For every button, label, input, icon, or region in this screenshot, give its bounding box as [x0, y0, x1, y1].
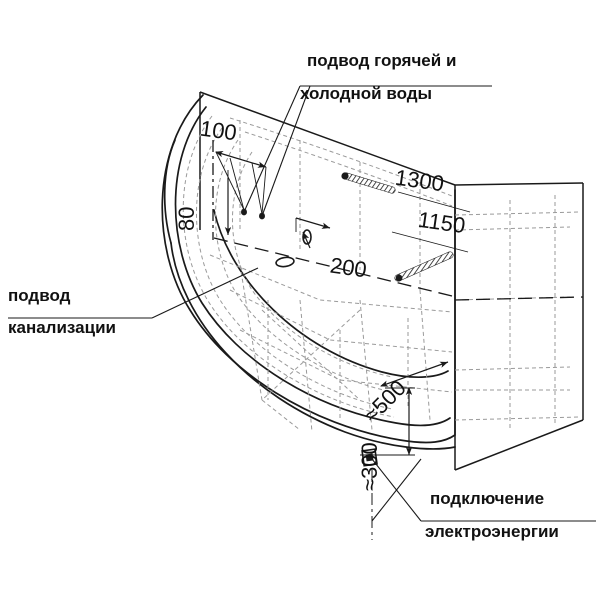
wall-dashed-line — [454, 296, 584, 301]
dimension-300: ≈300 — [357, 442, 382, 491]
dimline-100 — [215, 150, 267, 168]
leader-power-b — [371, 458, 422, 522]
wall-right-bottom-edge — [454, 419, 584, 471]
callout-power-line2: электроэнергии — [425, 522, 559, 541]
extline-100-left — [215, 151, 245, 211]
callout-power-line1: подключение — [430, 489, 545, 508]
dimline-1300 — [397, 191, 471, 213]
dropper-left — [229, 157, 245, 211]
callout-leaders — [8, 85, 596, 522]
leader-sewer — [151, 267, 259, 319]
tub-apron-left — [163, 139, 176, 244]
drain-outlet-icon — [275, 256, 295, 268]
extline-100-right — [261, 166, 267, 215]
callout-sewer-line2: канализации — [8, 318, 116, 337]
grab-handle-rear-icon — [341, 172, 396, 194]
dimline-200-drop — [302, 231, 311, 249]
grab-handle-front-icon — [394, 251, 454, 282]
callout-sewer-line1: подвод — [8, 286, 71, 305]
center-and-rim-lines — [212, 140, 584, 540]
dropper-right — [251, 162, 263, 215]
hidden-structure — [182, 115, 581, 433]
wall-back-top-edge — [199, 91, 456, 186]
dimline-500 — [380, 361, 449, 387]
leader-water-b — [261, 85, 311, 217]
leader-water-a — [243, 85, 301, 213]
dimension-200: 200 — [328, 252, 369, 283]
dimline-1150 — [391, 231, 469, 253]
dimline-200 — [295, 217, 331, 229]
callout-water-supply-line1: подвод горячей и — [307, 51, 457, 70]
callout-water-supply-line2: холодной воды — [300, 84, 433, 103]
dimension-lines — [215, 150, 471, 456]
wall-corner-vertical — [454, 182, 584, 186]
dimension-80: 80 — [174, 206, 199, 231]
dimension-100: 100 — [198, 115, 239, 146]
tub-basin-seam — [213, 209, 449, 379]
